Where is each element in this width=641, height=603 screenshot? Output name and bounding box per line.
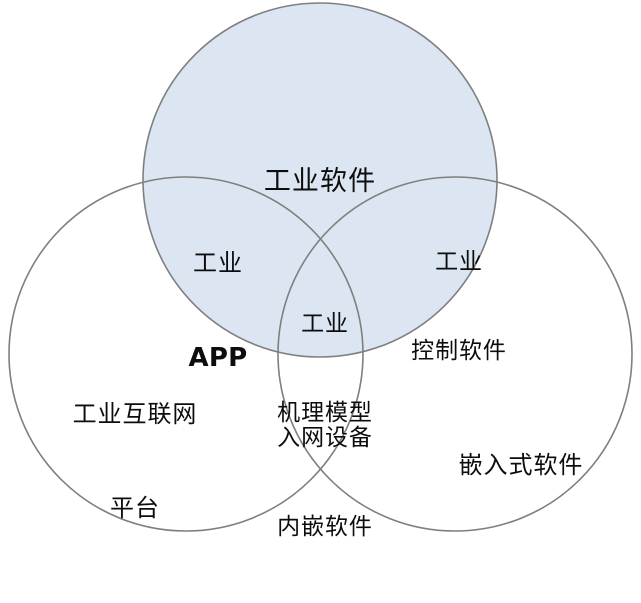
industrial-internet-platform-circle (8, 176, 364, 532)
industrial-software-circle (142, 2, 498, 358)
venn-circles-svg (8, 2, 633, 532)
embedded-software-circle (277, 176, 633, 532)
venn-diagram: 工业软件 工业 APP 工业 控制软件 工业 机理模型 入网设备 内嵌软件 工业… (8, 2, 633, 541)
